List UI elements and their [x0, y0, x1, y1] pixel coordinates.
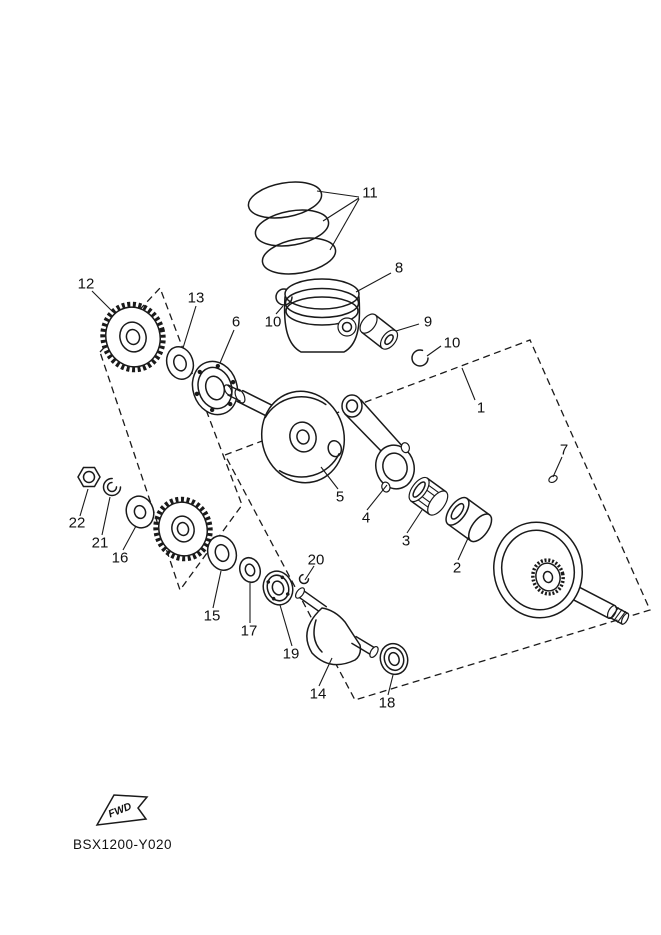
leader-line-11: [329, 198, 360, 251]
leader-line-10: [275, 305, 284, 315]
bearing-6: [191, 360, 239, 416]
leader-line-7: [552, 456, 563, 478]
part-label-5: 5: [336, 489, 344, 506]
key-7: [548, 474, 558, 484]
part-label-18: 18: [379, 695, 396, 712]
leader-line-10: [426, 345, 442, 357]
leader-line-19: [279, 604, 293, 647]
piston-pin-circlip-right: [411, 349, 429, 367]
leader-line-14: [318, 657, 333, 687]
leader-line-1: [461, 367, 476, 401]
fwd-arrow-icon: [95, 794, 149, 826]
balancer-gear: [153, 496, 213, 562]
bearing-18: [379, 642, 409, 676]
primary-gear: [100, 301, 166, 373]
piston-rings: [247, 181, 337, 275]
part-label-22: 22: [69, 515, 86, 532]
bearing-19: [262, 570, 294, 606]
leader-line-2: [457, 535, 470, 561]
leader-lines: [79, 190, 563, 696]
leader-line-20: [304, 565, 315, 581]
crank-pin: [445, 496, 493, 543]
part-label-4: 4: [362, 510, 370, 527]
needle-bearing: [408, 476, 449, 516]
leader-line-21: [101, 496, 111, 536]
part-label-15: 15: [204, 608, 221, 625]
part-label-21: 21: [92, 535, 109, 552]
leader-line-8: [355, 272, 392, 293]
balancer-shaft: [294, 587, 379, 666]
crank-web-left: [223, 384, 346, 484]
washer-15: [206, 535, 238, 571]
washer-17: [238, 556, 262, 584]
part-label-10: 10: [444, 335, 461, 352]
lock-washer-21: [102, 477, 122, 497]
clip-20: [298, 573, 310, 585]
part-label-19: 19: [283, 646, 300, 663]
crank-web-right: [493, 521, 630, 625]
crank-assembly-dashed-box: [224, 339, 651, 701]
part-label-13: 13: [188, 290, 205, 307]
leader-line-15: [212, 570, 222, 609]
leader-line-16: [122, 525, 137, 551]
leader-line-13: [182, 305, 197, 349]
connecting-rod: [341, 394, 415, 493]
piston: [283, 278, 361, 353]
washer-13: [165, 346, 195, 380]
part-label-1: 1: [477, 400, 485, 417]
piston-pin-circlip-left: [275, 288, 293, 306]
part-label-11: 11: [362, 185, 378, 202]
piston-pin: [359, 313, 399, 350]
part-label-20: 20: [308, 552, 325, 569]
part-label-16: 16: [112, 550, 129, 567]
nut-22: [77, 466, 101, 488]
washer-16: [125, 495, 155, 529]
leader-line-9: [395, 323, 420, 332]
leader-line-6: [219, 329, 235, 364]
part-label-9: 9: [424, 314, 432, 331]
diagram-code: BSX1200-Y020: [73, 837, 172, 852]
leader-line-3: [406, 509, 423, 534]
leader-line-11: [316, 190, 360, 198]
leader-line-18: [387, 674, 394, 696]
part-label-7: 7: [560, 442, 568, 459]
part-label-6: 6: [232, 314, 240, 331]
part-label-8: 8: [395, 260, 403, 277]
leader-line-5: [320, 466, 339, 490]
leader-line-4: [366, 484, 388, 511]
part-label-2: 2: [453, 560, 461, 577]
part-label-14: 14: [310, 686, 327, 703]
part-label-17: 17: [241, 623, 258, 640]
piston-pin-boss: [337, 317, 357, 337]
leader-line-11: [322, 197, 360, 222]
leader-line-12: [91, 290, 114, 313]
part-label-12: 12: [78, 276, 95, 293]
fwd-marker: FWD: [95, 794, 149, 826]
part-label-3: 3: [402, 533, 410, 550]
leader-line-22: [79, 488, 89, 517]
part-label-10: 10: [265, 314, 282, 331]
